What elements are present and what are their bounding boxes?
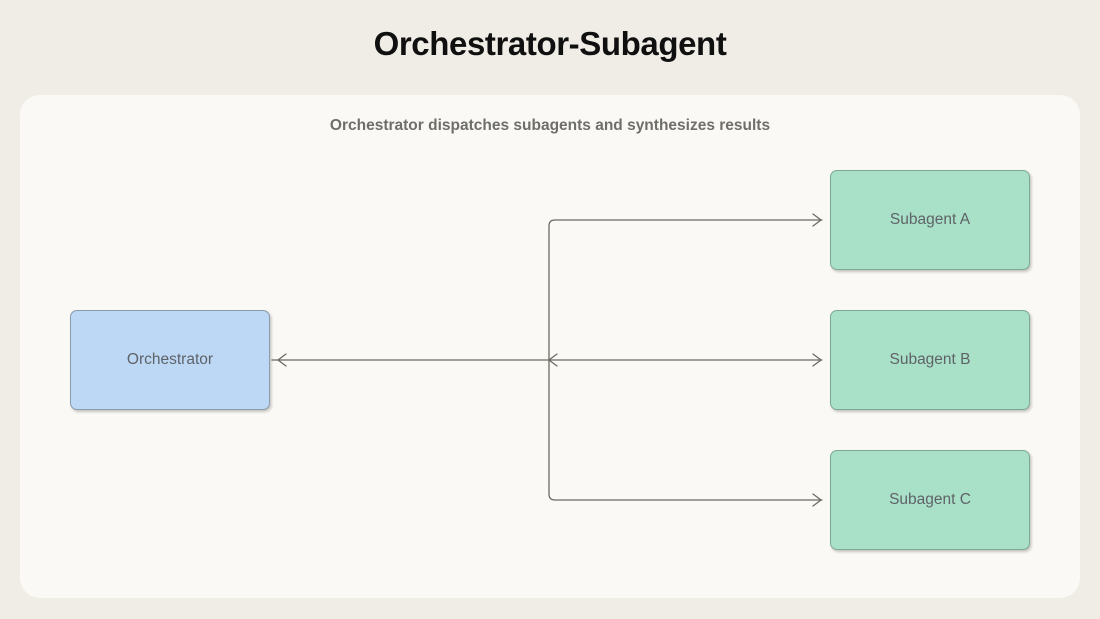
connector-orchestrator-to-subagent-a — [548, 219, 823, 361]
node-subagent-b[interactable]: Subagent B — [830, 310, 1030, 410]
diagram-connectors-layer — [271, 213, 823, 507]
node-subagent-a-label: Subagent A — [889, 211, 971, 228]
arrowhead-trunk-junction-icon — [548, 353, 558, 367]
node-subagent-c[interactable]: Subagent C — [830, 450, 1030, 550]
diagram-canvas: Orchestrator dispatches subagents and sy… — [20, 95, 1080, 598]
node-subagent-c-label: Subagent C — [889, 491, 971, 508]
page-title: Orchestrator-Subagent — [373, 25, 727, 62]
arrowhead-subagent-b-icon — [812, 353, 822, 367]
connector-orchestrator-to-subagent-c — [548, 359, 823, 501]
node-subagent-a[interactable]: Subagent A — [830, 170, 1030, 270]
arrowhead-orchestrator-return-icon — [277, 353, 287, 367]
arrowhead-subagent-a-icon — [812, 213, 822, 227]
node-orchestrator-label: Orchestrator — [126, 351, 214, 368]
arrowhead-subagent-c-icon — [812, 493, 822, 507]
diagram-subtitle: Orchestrator dispatches subagents and sy… — [329, 117, 771, 134]
node-subagent-b-label: Subagent B — [889, 351, 971, 368]
node-orchestrator[interactable]: Orchestrator — [70, 310, 270, 410]
